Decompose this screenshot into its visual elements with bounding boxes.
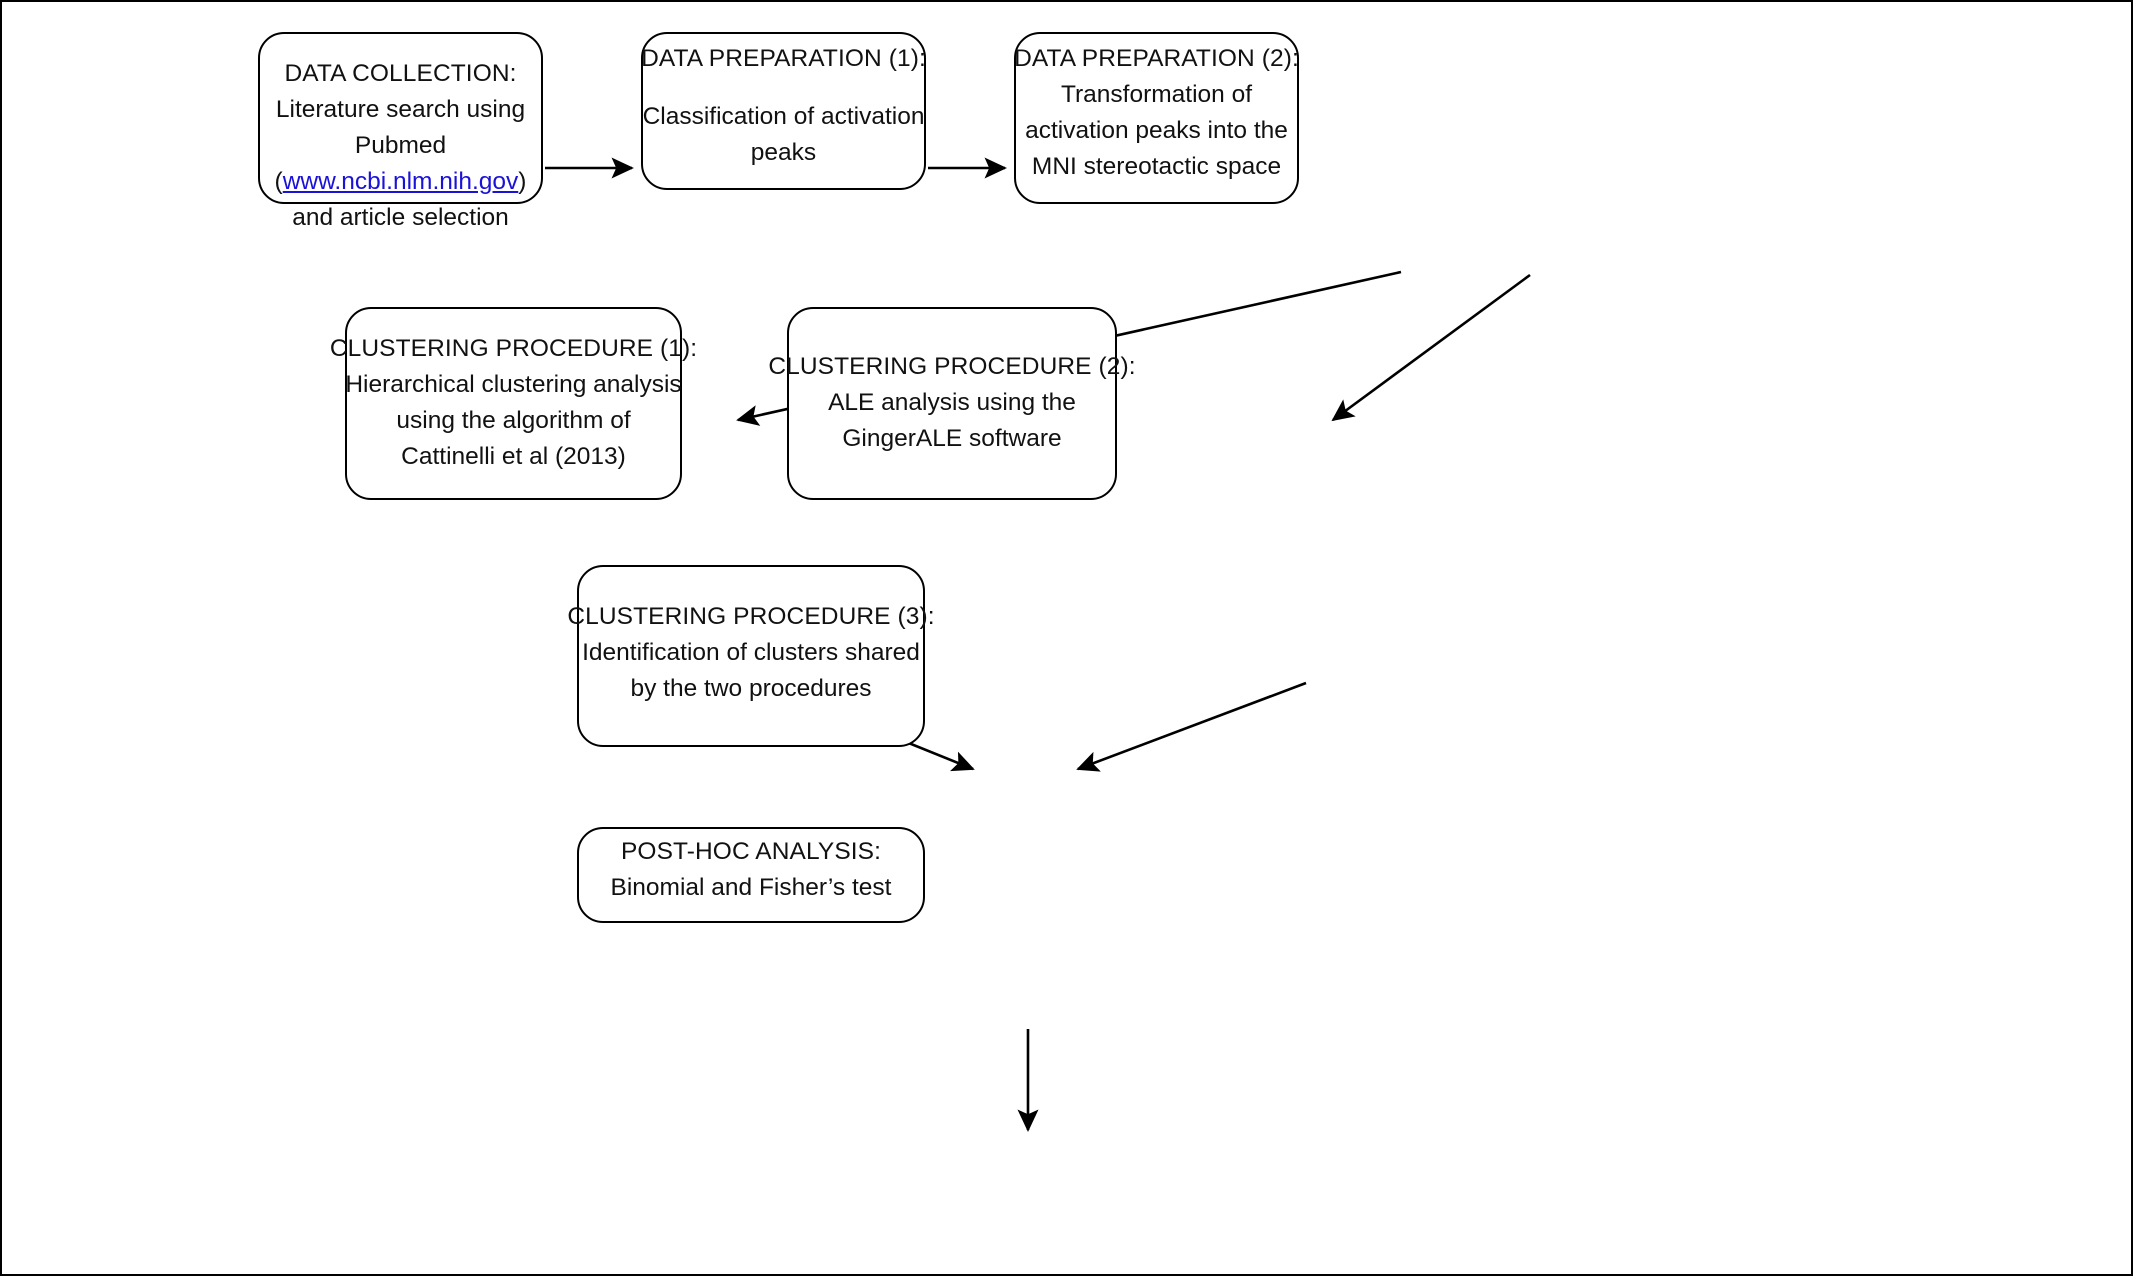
node-clustering-procedure-2-line-2: GingerALE software — [842, 425, 1062, 452]
node-clustering-procedure-3-line-1: Identification of clusters shared — [582, 639, 920, 666]
node-post-hoc-analysis-line-1: Binomial and Fisher’s test — [610, 874, 892, 901]
node-clustering-procedure-1-title: CLUSTERING PROCEDURE (1): — [329, 335, 698, 362]
node-data-preparation-2-line-3: MNI stereotactic space — [1031, 153, 1282, 180]
node-clustering-procedure-3-title: CLUSTERING PROCEDURE (3): — [567, 603, 935, 630]
node-data-preparation-1-title: DATA PREPARATION (1): — [641, 45, 926, 72]
node-clustering-procedure-2-title: CLUSTERING PROCEDURE (2): — [768, 353, 1136, 380]
node-post-hoc-analysis-title: POST-HOC ANALYSIS: — [620, 838, 882, 865]
paren-close: ) — [518, 168, 527, 195]
node-clustering-procedure-1-line-1: Hierarchical clustering analysis — [345, 371, 682, 398]
node-clustering-procedure-2[interactable]: CLUSTERING PROCEDURE (2): ALE analysis u… — [768, 307, 1136, 500]
node-post-hoc-analysis[interactable]: POST-HOC ANALYSIS: Binomial and Fisher’s… — [577, 827, 925, 923]
node-clustering-procedure-3[interactable]: CLUSTERING PROCEDURE (3): Identification… — [567, 565, 935, 747]
node-data-collection-line-2: Pubmed — [354, 132, 447, 159]
node-data-preparation-1-line-2: peaks — [750, 139, 817, 166]
node-data-preparation-2-line-1: Transformation of — [1060, 81, 1253, 108]
node-data-preparation-1-line-1: Classification of activation — [642, 103, 925, 130]
edge-clustering-2-to-clustering-3 — [1076, 681, 1307, 772]
paren-open: ( — [274, 168, 283, 195]
node-data-preparation-1[interactable]: DATA PREPARATION (1): Classification of … — [641, 32, 926, 190]
node-clustering-procedure-3-line-2: by the two procedures — [630, 675, 872, 702]
node-data-preparation-2-line-2: activation peaks into the — [1025, 117, 1288, 144]
node-clustering-procedure-1-line-3: Cattinelli et al (2013) — [401, 443, 626, 470]
node-data-collection-title: DATA COLLECTION: — [284, 60, 517, 87]
node-data-collection-line-4: and article selection — [292, 204, 509, 231]
node-clustering-procedure-1[interactable]: CLUSTERING PROCEDURE (1): Hierarchical c… — [330, 307, 697, 500]
node-clustering-procedure-1-line-2: using the algorithm of — [396, 407, 631, 434]
node-data-collection-url-line: (www.ncbi.nlm.nih.gov) — [275, 164, 527, 200]
node-clustering-procedure-2-line-1: ALE analysis using the — [828, 389, 1076, 416]
edge-data-preparation-2-to-clustering-2 — [1331, 273, 1531, 422]
pubmed-url-link[interactable]: www.ncbi.nlm.nih.gov — [282, 168, 519, 195]
node-data-preparation-2[interactable]: DATA PREPARATION (2): Transformation of … — [1014, 32, 1299, 204]
node-data-collection-line-1: Literature search using — [275, 96, 526, 123]
node-data-preparation-2-title: DATA PREPARATION (2): — [1014, 45, 1299, 72]
node-data-collection[interactable]: DATA COLLECTION: Literature search using… — [258, 32, 543, 231]
